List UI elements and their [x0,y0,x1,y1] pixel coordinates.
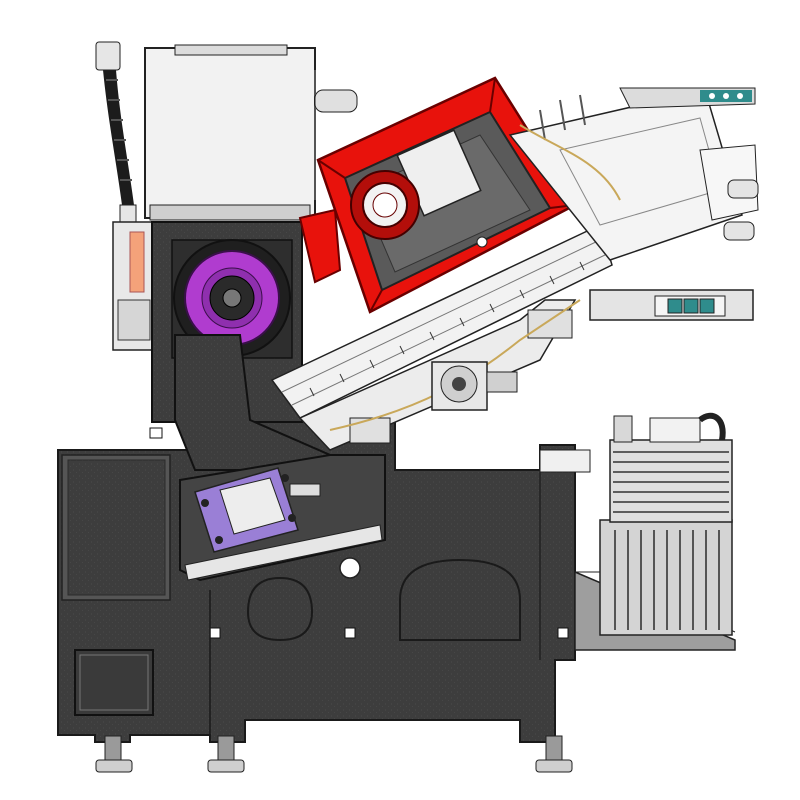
spindle-head [298,76,577,314]
servo-motor [431,361,518,411]
side-bracket [589,289,754,321]
bolt-hole-icon [149,427,163,439]
electrical-cabinet [112,221,156,351]
bolt-hole-icon [344,627,356,639]
connector-port-icon [667,298,715,314]
motor-housing [144,44,358,221]
feed-housing [508,89,759,261]
leveling-feet [95,735,573,773]
workpiece-clamp [194,467,321,553]
access-door [74,649,154,716]
bolt-hole-icon [209,627,221,639]
power-unit [599,412,733,636]
cable-duct [95,41,137,224]
upper-bracket [619,87,756,109]
bolt-hole-icon [557,627,569,639]
leveling-foot-icon [535,735,573,773]
leveling-foot-icon [95,735,133,773]
swivel-arm [174,334,386,582]
leveling-foot-icon [207,735,245,773]
